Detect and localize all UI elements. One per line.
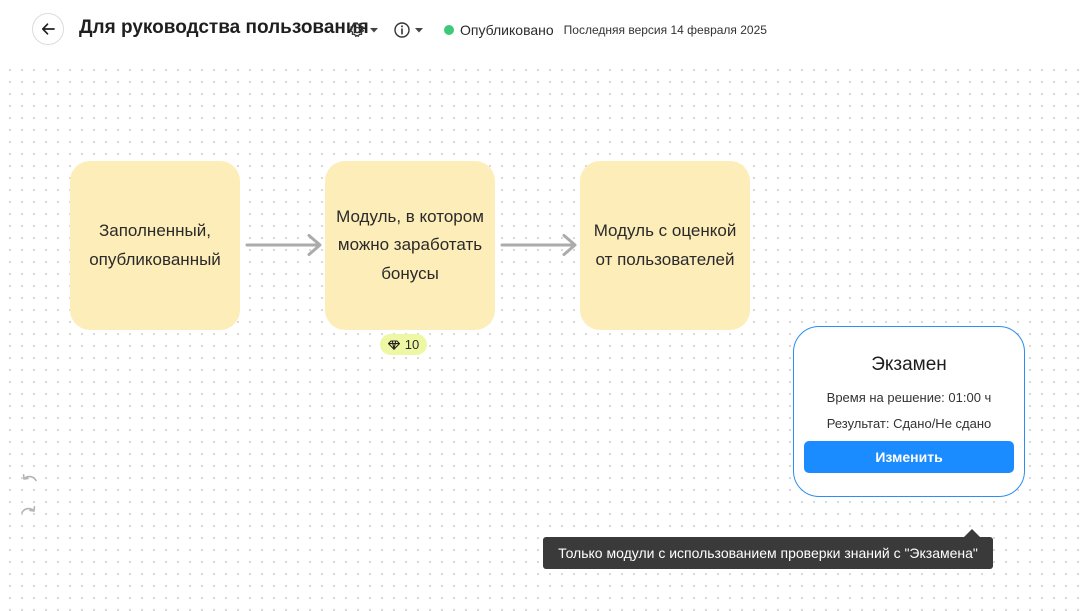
module-card-2[interactable]: Модуль, в котором можно заработать бонус… [325, 161, 495, 330]
redo-icon[interactable] [19, 504, 39, 520]
status-dot [444, 25, 454, 35]
diamond-icon [387, 339, 400, 350]
back-button[interactable] [32, 13, 64, 45]
exam-title: Экзамен [871, 354, 947, 375]
flow-arrow [245, 234, 322, 256]
module-card-1[interactable]: Заполненный, опубликованный [70, 161, 240, 330]
chevron-down-icon [415, 28, 423, 33]
module-card-3[interactable]: Модуль с оценкой от пользователей [580, 161, 750, 330]
version-text: Последняя версия 14 февраля 2025 [563, 23, 767, 37]
chevron-down-icon [370, 28, 378, 33]
exam-card[interactable]: Экзамен Время на решение: 01:00 ч Резуль… [793, 326, 1025, 497]
module-label: Модуль, в котором можно заработать бонус… [336, 206, 484, 283]
module-label: Модуль с оценкой от пользователей [593, 221, 737, 269]
exam-result: Результат: Сдано/Не сдано [826, 416, 992, 431]
bonus-badge: 10 [380, 334, 427, 355]
arrow-left-icon [41, 23, 55, 35]
gear-icon [349, 22, 365, 37]
tooltip-tail [964, 529, 980, 537]
status-label: Опубликовано [460, 22, 554, 38]
module-label: Заполненный, опубликованный [89, 221, 221, 269]
publish-status: Опубликовано Последняя версия 14 февраля… [444, 22, 767, 38]
page-title: Для руководства пользования [79, 17, 369, 38]
info-icon [394, 22, 410, 38]
undo-icon[interactable] [19, 472, 39, 488]
info-menu-button[interactable] [393, 20, 424, 40]
tooltip: Только модули с использованием проверки … [543, 537, 993, 569]
exam-time: Время на решение: 01:00 ч [826, 390, 992, 405]
flow-arrow [500, 234, 577, 256]
edit-exam-button[interactable]: Изменить [804, 441, 1014, 473]
bonus-value: 10 [404, 337, 420, 352]
settings-menu-button[interactable] [348, 20, 379, 40]
